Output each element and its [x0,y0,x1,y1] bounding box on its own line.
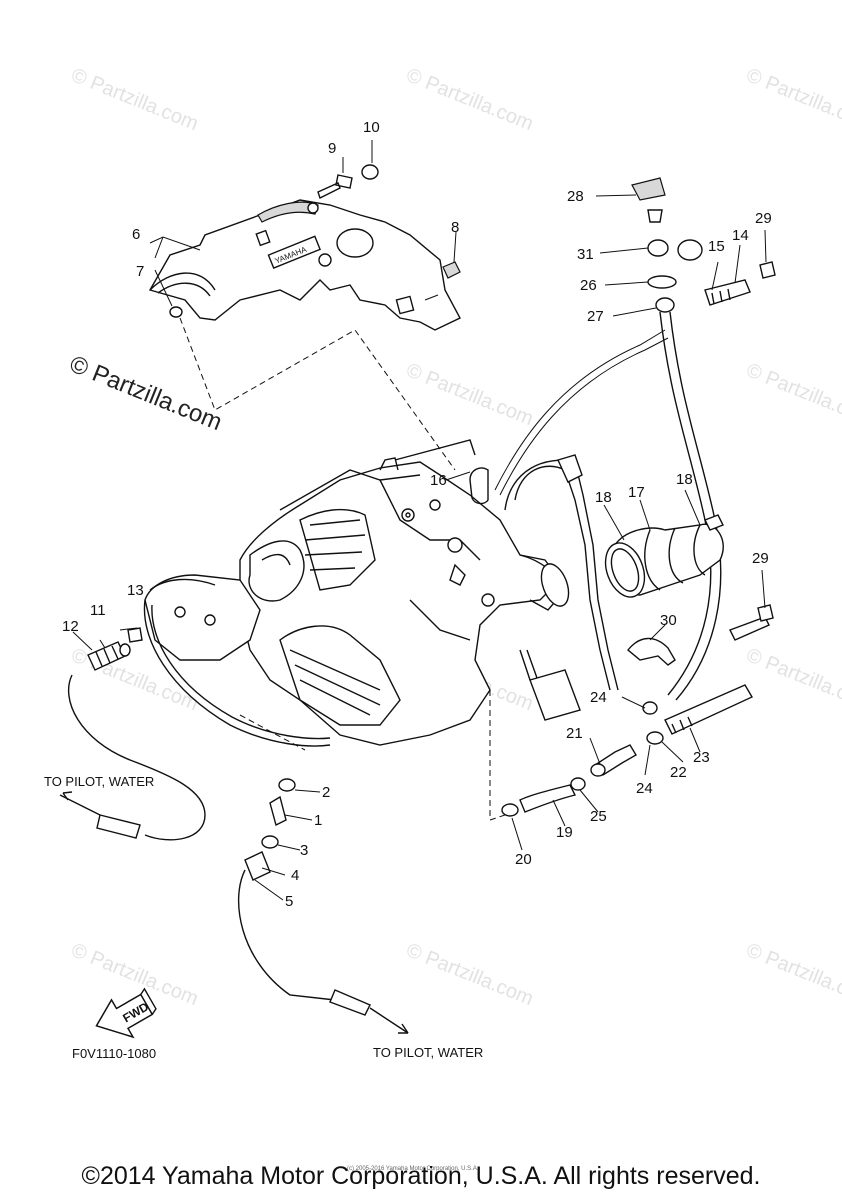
part-22-clamp [646,731,664,745]
part-24-clamp [642,701,658,715]
watermark-text: © Partzilla.com [68,64,201,135]
callout-26: 26 [580,277,597,294]
watermark-text: © Partzilla.com [743,644,842,715]
callout-6: 6 [132,226,140,243]
part-15-hose [704,279,751,306]
watermark-text: © Partzilla.com [743,939,842,1010]
callout-1: 1 [314,812,322,829]
exhaust-body [239,439,570,746]
callout-30: 30 [660,612,677,629]
watermark-text: © Partzilla.com [403,359,536,430]
callout-25: 25 [590,808,607,825]
tube-right [729,604,774,641]
tiny-copyright: (c) 2005-2016 Yamaha Motor Corporation, … [347,1166,479,1172]
boot-assembly [604,514,724,598]
watermark-text: © Partzilla.com [403,939,536,1010]
part-8-clip [442,261,461,279]
callout-31: 31 [577,246,594,263]
callout-13: 13 [127,582,144,599]
callout-18b: 18 [676,471,693,488]
part-4-hose [244,851,271,881]
cover-part: YAMAHA [148,199,461,331]
figure-code: F0V1110-1080 [72,1046,156,1061]
callout-20: 20 [515,851,532,868]
part-31-nut [647,239,669,257]
part-26-tag [677,239,703,261]
watermark-text: © Partzilla.com [743,64,842,135]
callout-10: 10 [363,119,380,136]
sensor-box [529,669,581,721]
part-29-clamp-bottom [757,604,774,622]
footer-copyright: ©2014 Yamaha Motor Corporation, U.S.A. A… [81,1162,761,1190]
callout-19: 19 [556,824,573,841]
callout-16: 16 [430,472,447,489]
part-2-clamp [278,778,296,792]
left-fittings [59,627,409,1034]
callout-12: 12 [62,618,79,635]
callout-22: 22 [670,764,687,781]
callout-21: 21 [566,725,583,742]
part-30-hose [627,637,676,666]
callout-11: 11 [90,602,106,619]
to-pilot-bottom-label: TO PILOT, WATER [373,1045,483,1060]
part-29-clamp-top [759,261,776,279]
part-3-clamp [261,835,279,849]
callout-2: 2 [322,784,330,801]
partzilla-watermark: © Partzilla.com [66,351,226,437]
callout-5: 5 [285,893,293,910]
callout-8: 8 [451,219,459,236]
part-10-cap [361,164,379,180]
callout-17: 17 [628,484,645,501]
part-7-grommet [169,306,183,318]
watermark-text: © Partzilla.com [403,64,536,135]
callout-29b: 29 [752,550,769,567]
part-11-fitting [119,643,131,657]
callout-3: 3 [300,842,308,859]
cover-hole [336,228,374,258]
part-28-cap [631,177,666,201]
callout-23: 23 [693,749,710,766]
part-23-hose [664,684,753,735]
callout-7: 7 [136,263,144,280]
part-1-nipple [269,795,287,827]
callout-29a: 29 [755,210,772,227]
callout-28: 28 [567,188,584,205]
lower-right-parts [501,649,753,817]
part-13-clamp [127,627,143,643]
callout-27: 27 [587,308,604,325]
callout-18a: 18 [595,489,612,506]
part-27-fitting [655,297,675,313]
watermark-text: © Partzilla.com [743,359,842,430]
part-9-bolt [317,174,353,199]
callout-15: 15 [708,238,725,255]
callout-labels: 1 2 3 4 5 6 7 8 9 10 11 12 13 14 15 16 1… [62,119,772,910]
to-pilot-left-label: TO PILOT, WATER [44,774,154,789]
callout-24a: 24 [590,689,607,706]
hose-upper [469,329,669,691]
part-26-gasket [647,275,677,289]
callout-24b: 24 [636,780,653,797]
callout-9: 9 [328,140,336,157]
part-19-hose [519,784,577,813]
muffler-left [143,574,331,747]
callout-14: 14 [732,227,749,244]
part-20-clamp [501,803,519,817]
part-25-clamp [570,777,586,791]
callout-4: 4 [291,867,299,884]
